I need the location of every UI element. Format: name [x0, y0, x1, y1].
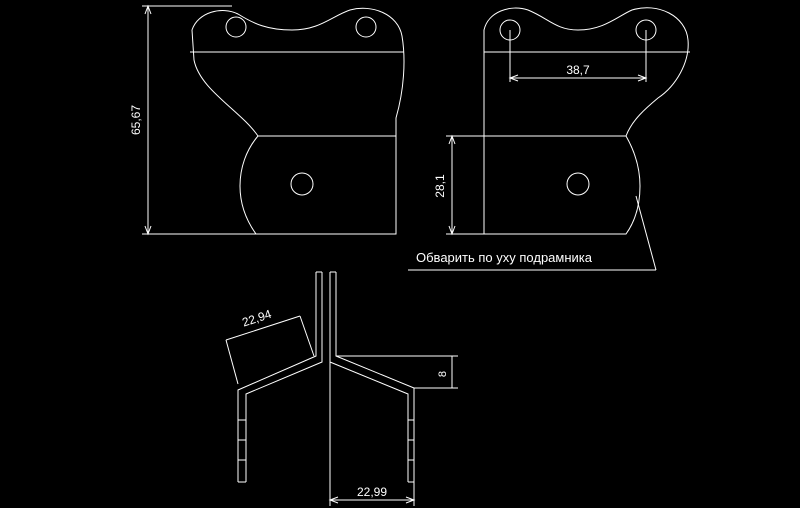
dim-hole-spacing-arrow-right [637, 74, 648, 82]
dim-lower-arrow-bottom [448, 225, 456, 236]
left-bracket-hole-2 [355, 16, 377, 38]
side-profile-view: 22,94 8 22,99 [225, 271, 458, 506]
dim-flange-ext-2 [299, 315, 315, 357]
dim-lower-arrow-top [448, 134, 456, 145]
right-bracket-view: 38,7 28,1 Обварить по уху подрамника [408, 7, 690, 271]
right-profile-inner [335, 272, 415, 482]
note-leader-line [635, 195, 657, 271]
right-profile-outer [329, 272, 409, 482]
dim-overall-height-label: 65,67 [129, 105, 143, 135]
left-bracket-hole-3 [290, 172, 314, 196]
dim-base-arrow-left [328, 496, 339, 504]
left-bracket-hole-1 [225, 16, 247, 38]
dim-hole-spacing-label: 38,7 [566, 63, 590, 77]
dim-flange-line [225, 315, 301, 341]
dim-lower-height-label: 28,1 [433, 174, 447, 198]
left-profile-outer [237, 272, 317, 482]
dim-arrow-bottom [144, 225, 152, 236]
right-bracket-lower-outline [483, 135, 641, 235]
dim-arrow-top [144, 4, 152, 15]
left-profile-inner [245, 272, 323, 482]
dim-flange-ext-1 [225, 339, 239, 385]
dim-base-arrow-right [405, 496, 416, 504]
welding-note: Обварить по уху подрамника [416, 250, 593, 265]
dim-hole-spacing-arrow-left [508, 74, 519, 82]
left-bracket-top-outline [191, 7, 405, 137]
right-bracket-hole-3 [566, 172, 590, 196]
left-bracket-view: 65,67 [129, 4, 405, 236]
dim-offset-label: 8 [437, 371, 449, 377]
left-bracket-lower-outline [239, 135, 397, 235]
right-bracket-top-outline [483, 7, 689, 137]
dim-base-label: 22,99 [357, 485, 387, 499]
